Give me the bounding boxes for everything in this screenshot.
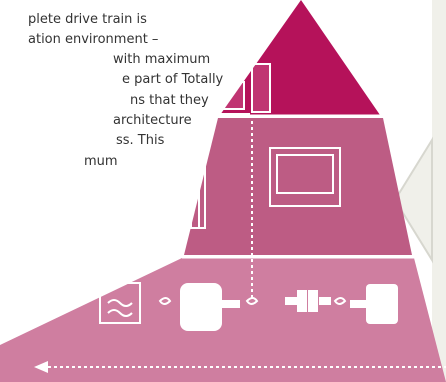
right-panel	[432, 0, 446, 382]
coupling-icon	[285, 290, 331, 312]
gearbox-icon	[350, 284, 398, 324]
controller-icon	[166, 149, 206, 229]
description-line: with maximum	[113, 52, 211, 67]
motor-icon	[180, 283, 240, 331]
hmi-panel-icon	[269, 147, 341, 207]
callout-arrow	[393, 136, 433, 264]
description-line: e part of Totally	[122, 72, 224, 87]
description-line: ation environment –	[28, 32, 159, 47]
pyramid-tier-drive	[0, 258, 446, 382]
drive-icon	[99, 282, 141, 324]
description-line: mum	[84, 154, 118, 169]
pyramid-tier-controller	[184, 118, 412, 255]
description-line: ns that they	[130, 93, 209, 108]
description-line: ss. This	[116, 133, 165, 148]
link-icon	[158, 297, 347, 305]
pc-icon	[205, 63, 271, 115]
description-line: plete drive train is	[28, 12, 147, 27]
description-line: architecture	[113, 113, 192, 128]
arrow-left-icon	[34, 361, 48, 373]
pyramid-tier-management	[220, 0, 380, 115]
